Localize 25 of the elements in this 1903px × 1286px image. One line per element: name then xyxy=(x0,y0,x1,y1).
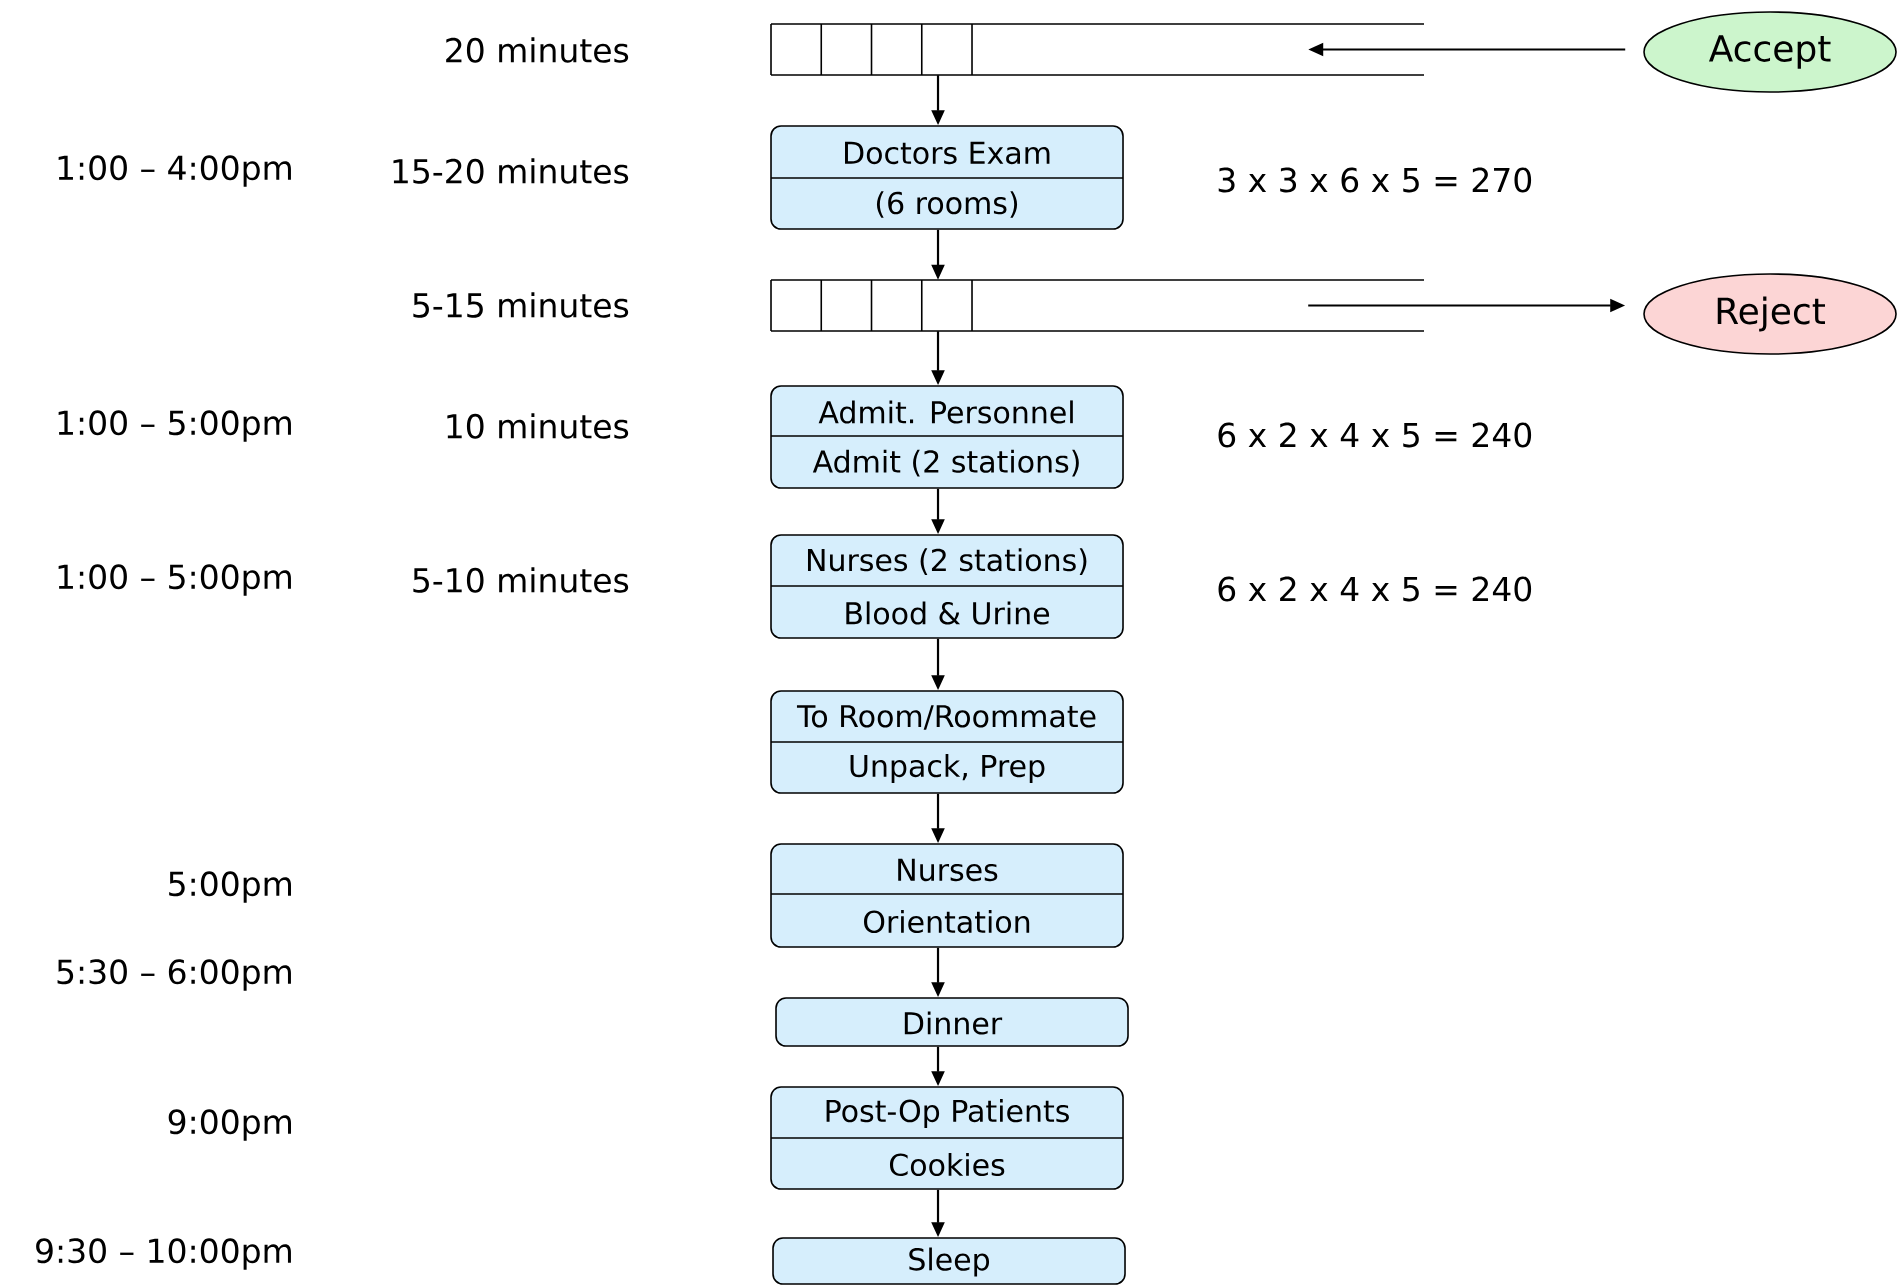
side-note: 5-15 minutes xyxy=(413,292,629,318)
process-box: Post-Op Patients Cookies xyxy=(770,1086,1124,1190)
queue-drawing xyxy=(770,279,1425,332)
side-note: 15-20 minutes xyxy=(393,158,629,184)
process-box: Dinner xyxy=(775,997,1129,1047)
process-box: Admit. Personnel Admit (2 stations) xyxy=(770,385,1124,489)
side-note: 6 x 2 x 4 x 5 = 240 xyxy=(1218,576,1532,602)
side-note: 5:30 – 6:00pm xyxy=(57,959,291,991)
side-note: 10 minutes xyxy=(447,413,629,439)
side-note: 1:00 – 5:00pm xyxy=(58,564,291,596)
process-box: To Room/Roommate Unpack, Prep xyxy=(770,690,1124,794)
process-box: Nurses Orientation xyxy=(770,843,1124,948)
process-box: Sleep xyxy=(772,1237,1126,1285)
side-note: 9:30 – 10:00pm xyxy=(36,1238,291,1270)
side-note: 1:00 – 5:00pm xyxy=(58,410,291,442)
side-note: 6 x 2 x 4 x 5 = 240 xyxy=(1218,422,1532,448)
side-note: 3 x 3 x 6 x 5 = 270 xyxy=(1218,167,1532,193)
side-note: 5-10 minutes xyxy=(413,567,629,593)
side-note: 9:00pm xyxy=(168,1109,291,1141)
side-note: 20 minutes xyxy=(446,37,629,63)
side-note: 1:00 – 4:00pm xyxy=(58,155,291,187)
process-box: Doctors Exam (6 rooms) xyxy=(770,125,1124,230)
side-note: 5:00pm xyxy=(169,871,291,903)
process-box: Nurses (2 stations) Blood & Urine xyxy=(770,534,1124,639)
queue-drawing xyxy=(770,23,1425,76)
